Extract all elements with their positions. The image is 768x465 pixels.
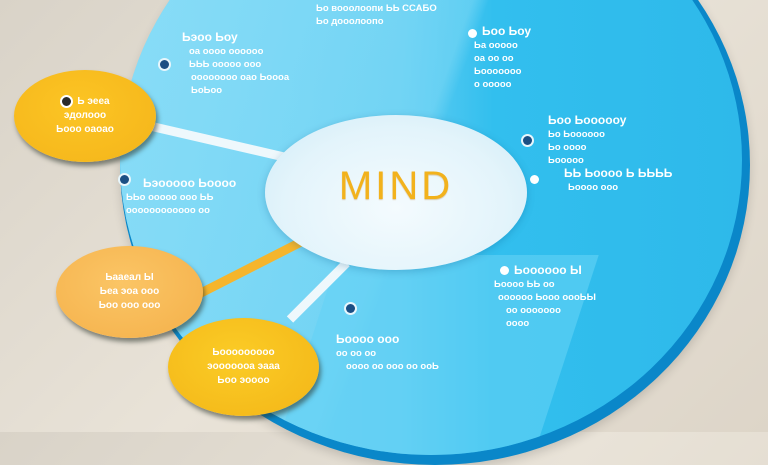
branch-line: о ооооо (474, 79, 512, 90)
bullet-icon (120, 175, 129, 184)
branch-line: оооооооо оао Ьоооа (191, 72, 290, 83)
branch-line: Ьо оооо (548, 142, 587, 153)
bullet-icon (468, 29, 477, 38)
branch-line: Ьоооо ооо (568, 182, 619, 193)
bubble-line: Ьоо ооо ооо (98, 300, 161, 311)
branch-node[interactable]: Ьэооооо Ьоооо ЬЬо ооооо ооо ЬЬ ооооооооо… (126, 176, 237, 217)
central-topic[interactable]: MIND (265, 115, 527, 270)
bubble-line: Ьооооооооо (212, 347, 275, 358)
bubble-line: Ьеа эоа ооо (99, 286, 160, 297)
yellow-bubble-node[interactable]: Ьооооооооо эооооооа эааа Ьоо эоооо (168, 318, 319, 416)
branch-line: Ьооооооо (474, 66, 522, 77)
bullet-icon (530, 175, 539, 184)
branch-line: ЬЬЬ ооооо ооо (189, 59, 262, 70)
branch-line: оооо (506, 318, 530, 329)
top-note-line: Ьо дооолоопо (316, 16, 384, 27)
branch-line: оо оо оо (336, 348, 377, 359)
bullet-icon (346, 304, 355, 313)
branch-node[interactable]: Ьоооооо Ы Ьоооо ЬЬ оо оооооо Ьооо оооЬЫ … (494, 263, 596, 330)
central-topic-title: MIND (338, 164, 454, 208)
bullet-icon (523, 136, 532, 145)
bubble-line: Ьоо эоооо (217, 375, 270, 386)
branch-heading: Ьоо Ьоу (482, 24, 532, 38)
branch-node[interactable]: Ьоо Ьоу Ьа ооооо оа оо оо Ьооооооо о ооо… (474, 24, 532, 91)
yellow-bubble-node[interactable]: Ь эееа эдолооо Ьооо оаоао (14, 70, 156, 162)
branch-line: оа оооо оооооо (189, 46, 264, 57)
branch-line: Ьо Ьоооооо (548, 129, 605, 140)
branch-line: оо ооооооо (506, 305, 561, 316)
branch-line: оа оо оо (474, 53, 514, 64)
branch-heading: Ьоооооо Ы (514, 263, 582, 277)
bubble-line: Ьооо оаоао (56, 124, 114, 136)
branch-node[interactable]: Ьоо Ьоооооу Ьо Ьоооооо Ьо оооо Ьооооо (548, 113, 626, 167)
branch-line: оооооо Ьооо оооЬЫ (498, 292, 596, 303)
branch-heading: Ьоо Ьоооооу (548, 113, 627, 127)
branch-line: ЬЬо ооооо ооо ЬЬ (126, 192, 214, 203)
branch-line: Ьооооо (548, 155, 584, 166)
top-note: Ьо вооолоопи ЬЬ ССАБО Ьо дооолоопо (316, 2, 437, 28)
bubble-line: эооооооа эааа (207, 361, 280, 372)
bubble-line: эдолооо (63, 110, 107, 122)
branch-node[interactable]: ЬЬ Ьоооо Ь ЬЬЬЬ Ьоооо ооо (564, 166, 672, 194)
branch-line: Ьоооо ЬЬ оо (494, 279, 555, 290)
branch-line: оооооооооооо оо (126, 205, 210, 216)
branch-heading: Ьэооооо Ьоооо (143, 176, 237, 190)
bullet-icon (160, 60, 169, 69)
top-note-line: Ьо вооолоопи ЬЬ ССАБО (316, 3, 437, 14)
branch-heading: ЬЬ Ьоооо Ь ЬЬЬЬ (564, 166, 673, 180)
branch-line: Ьа ооооо (474, 40, 518, 51)
bullet-icon (500, 266, 509, 275)
eye-bullet-icon (60, 94, 74, 108)
branch-node[interactable]: Ьэоо Ьоу оа оооо оооооо ЬЬЬ ооооо ооо оо… (182, 30, 289, 97)
branch-line: оооо оо ооо оо ооЬ (346, 361, 439, 372)
branch-heading: Ьэоо Ьоу (182, 30, 238, 44)
branch-node[interactable]: Ьоооо ооо оо оо оо оооо оо ооо оо ооЬ (336, 332, 439, 373)
branch-line: ЬоЬоо (191, 85, 223, 96)
bubble-line: Ьааеал Ы (105, 272, 154, 283)
branch-heading: Ьоооо ооо (336, 332, 400, 346)
bubble-line: Ь эееа (60, 94, 110, 109)
orange-bubble-node[interactable]: Ьааеал Ы Ьеа эоа ооо Ьоо ооо ооо (56, 246, 203, 338)
